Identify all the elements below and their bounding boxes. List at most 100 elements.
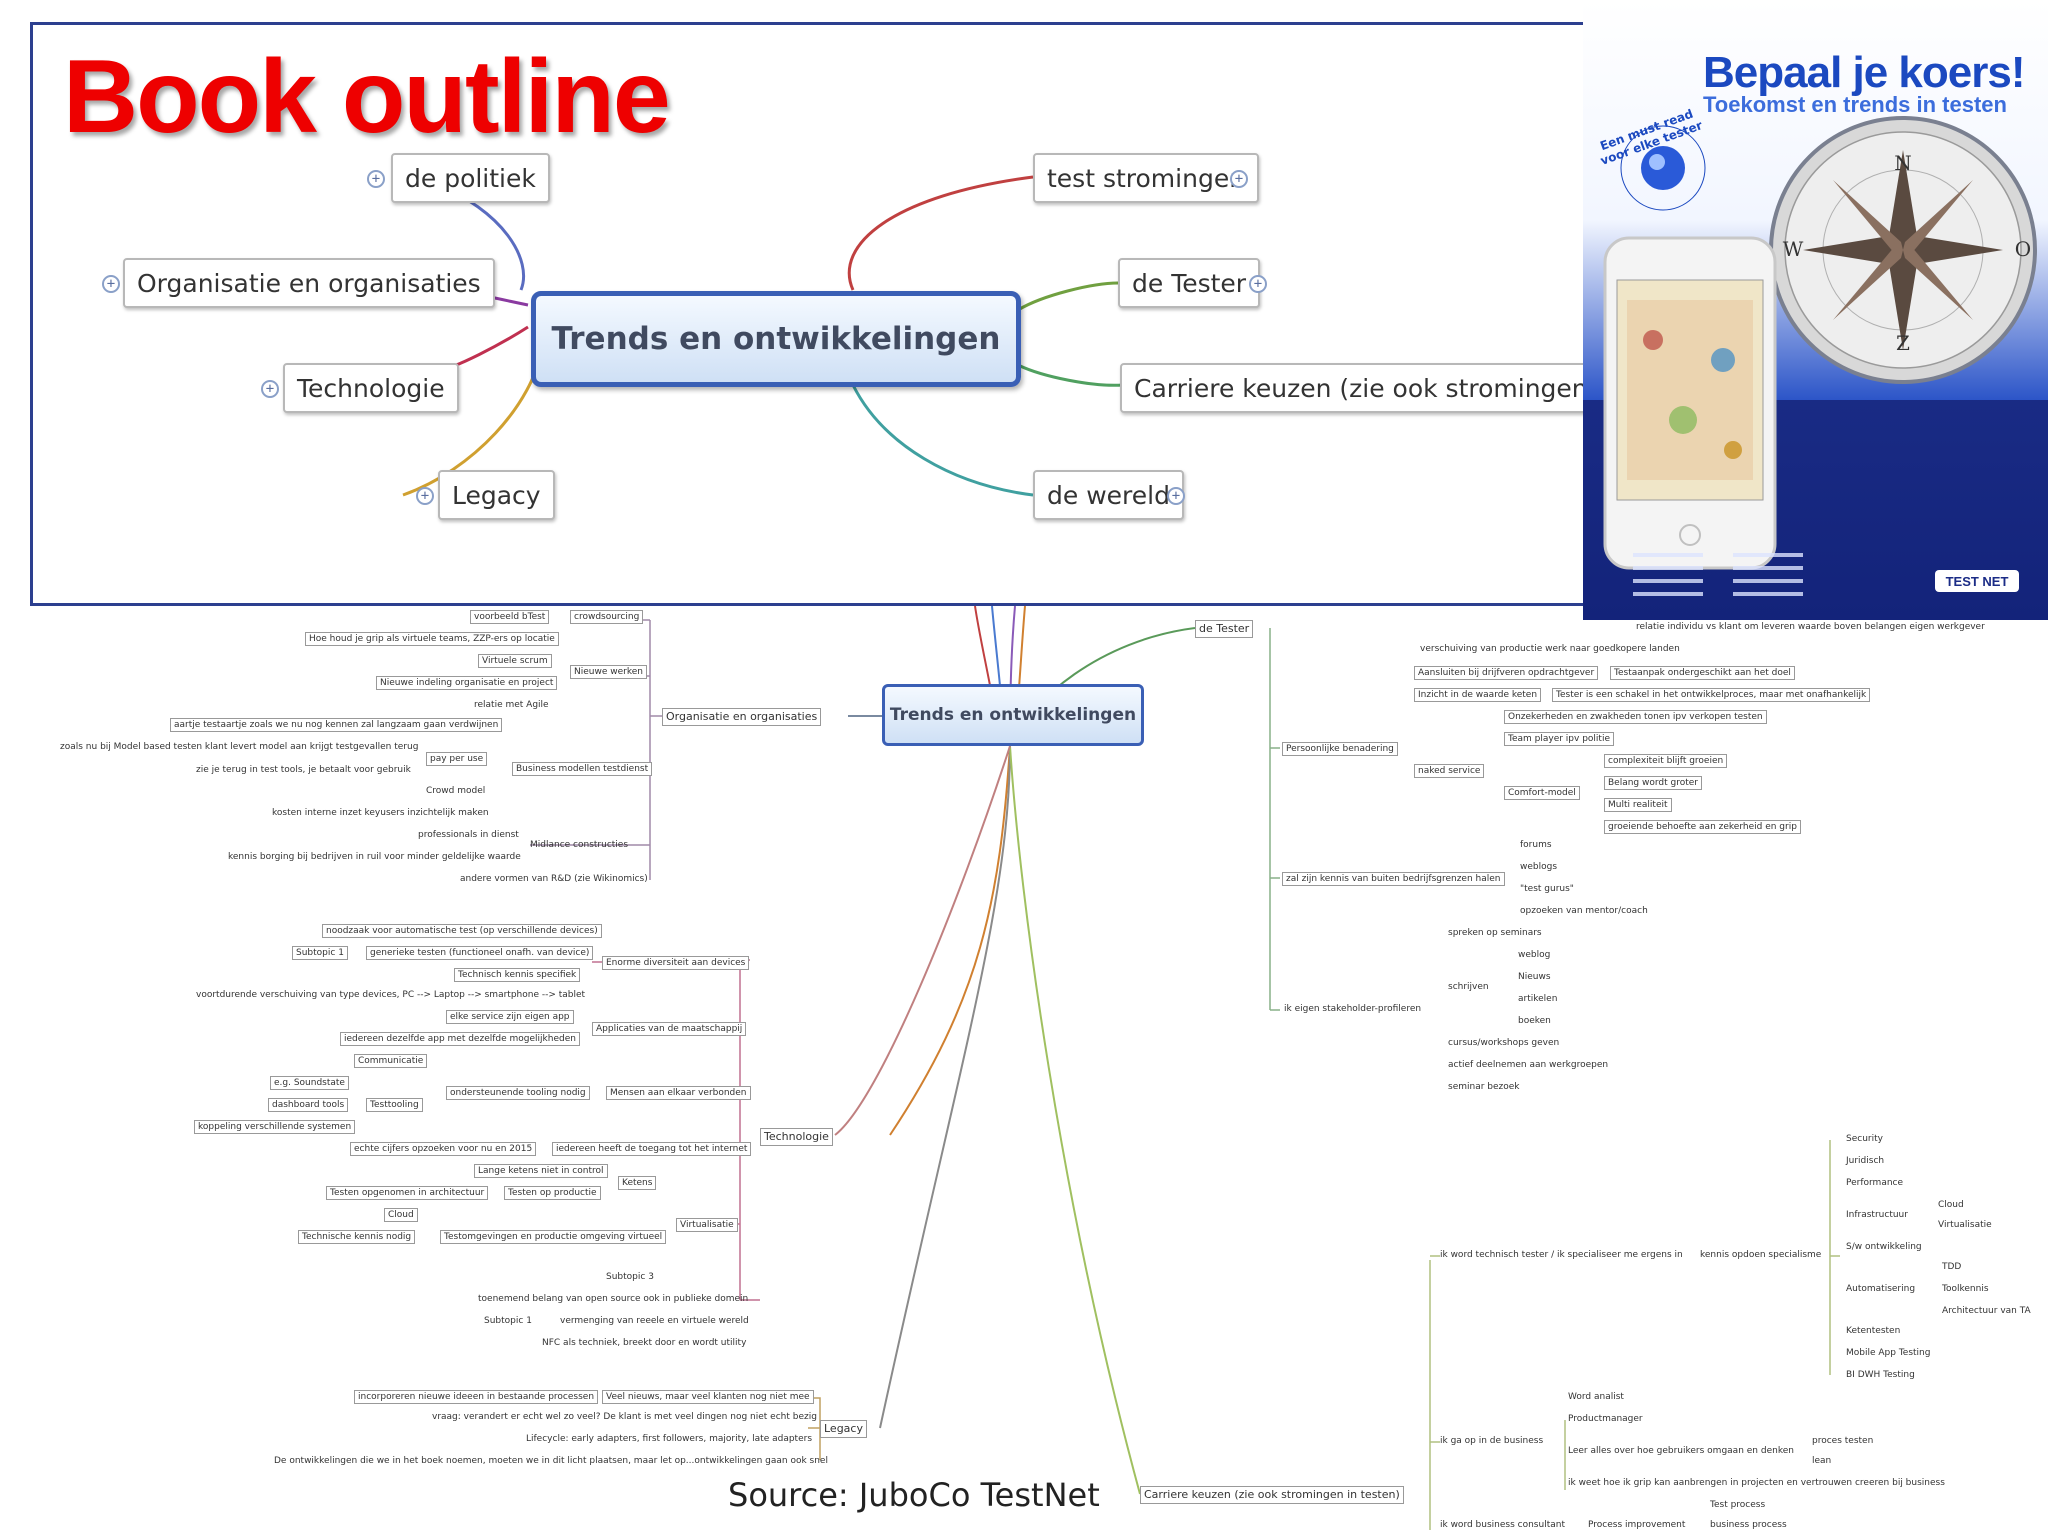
tech-item: Subtopic 3 [606,1272,654,1282]
legacy-item: De ontwikkelingen die we in het boek noe… [274,1456,828,1466]
expand-icon[interactable]: + [416,487,434,505]
svg-text:O: O [2015,237,2031,261]
source-caption: Source: JuboCo TestNet [728,1476,1100,1514]
carriere-item: kennis opdoen specialisme [1700,1250,1822,1260]
org-item: aartje testaartje zoals we nu nog kennen… [170,718,503,732]
tester-item: Persoonlijke benadering [1282,742,1398,756]
carriere-item: Security [1846,1134,1883,1144]
carriere-item: S/w ontwikkeling [1846,1242,1922,1252]
tech-item: e.g. Soundstate [270,1076,349,1090]
carriere-item: lean [1812,1456,1832,1466]
tester-item: boeken [1518,1016,1551,1026]
stamp-ring [1620,125,1706,211]
carriere-item: Architectuur van TA [1942,1306,2031,1316]
tester-item: seminar bezoek [1448,1082,1520,1092]
carriere-item: ik word technisch tester / ik specialise… [1440,1250,1683,1260]
tech-item: iedereen heeft de toegang tot het intern… [552,1142,752,1156]
tester-item: weblogs [1520,862,1558,872]
carriere-item: Toolkennis [1942,1284,1989,1294]
carriere-item: proces testen [1812,1436,1874,1446]
carriere-item: Productmanager [1568,1414,1643,1424]
detail-carriere-node[interactable]: Carriere keuzen (zie ook stromingen in t… [1140,1486,1404,1504]
tech-item: Technische kennis nodig [298,1230,416,1244]
tech-item: Lange ketens niet in control [474,1164,608,1178]
org-item: Business modellen testdienst [512,762,653,776]
org-item: Nieuwe werken [570,665,647,679]
tester-item: relatie individu vs klant om leveren waa… [1636,622,1985,632]
org-item: Midlance constructies [530,840,629,850]
detail-organisatie-node[interactable]: Organisatie en organisaties [662,708,822,726]
tester-item: Belang wordt groter [1604,776,1703,790]
tester-item: Testaanpak ondergeschikt aan het doel [1610,666,1795,680]
org-item: andere vormen van R&D (zie Wikinomics) [460,874,648,884]
carriere-item: ik weet hoe ik grip kan aanbrengen in pr… [1568,1478,1945,1488]
svg-text:W: W [1783,237,1804,261]
org-item: Virtuele scrum [478,654,552,668]
tester-item: Nieuws [1518,972,1551,982]
node-organisatie[interactable]: Organisatie en organisaties [123,258,495,308]
tech-item: generieke testen (functioneel onafh. van… [366,946,594,960]
tech-item: Mensen aan elkaar verbonden [606,1086,751,1100]
tester-item: Onzekerheden en zwakheden tonen ipv verk… [1504,710,1767,724]
legacy-item: incorporeren nieuwe ideeen in bestaande … [354,1390,599,1404]
tester-item: ik eigen stakeholder-profileren [1284,1004,1422,1014]
expand-icon[interactable]: + [1249,275,1267,293]
detail-technologie-node[interactable]: Technologie [760,1128,833,1146]
compass-icon: N O Z W [1769,116,2037,384]
expand-icon[interactable]: + [1167,487,1185,505]
tester-item: schrijven [1448,982,1489,992]
book-cover: Bepaal je koers! Toekomst en trends in t… [1583,0,2048,620]
tech-item: Subtopic 1 [292,946,348,960]
central-topic[interactable]: Trends en ontwikkelingen [531,291,1021,387]
expand-icon[interactable]: + [261,380,279,398]
overview-mindmap-panel: Book outline Trends en ontwikkelingen de… [30,22,1630,606]
tech-item: Subtopic 1 [484,1316,532,1326]
node-test-stromingen[interactable]: test stromingen [1033,153,1260,203]
node-legacy[interactable]: Legacy [438,470,555,520]
org-item: Crowd model [426,786,486,796]
node-carriere-keuzen[interactable]: Carriere keuzen (zie ook stromingen in t… [1120,363,1627,413]
org-item: Hoe houd je grip als virtuele teams, ZZP… [305,632,559,646]
tech-item: Testomgevingen en productie omgeving vir… [440,1230,667,1244]
tech-item: Communicatie [354,1054,428,1068]
smartphone-icon [1603,236,1777,570]
tester-item: weblog [1518,950,1551,960]
detail-tester-node[interactable]: de Tester [1195,620,1254,638]
svg-text:Z: Z [1896,331,1910,355]
cover-title: Bepaal je koers! [1703,48,2025,97]
node-de-wereld[interactable]: de wereld [1033,470,1184,520]
org-item: zie je terug in test tools, je betaalt v… [196,765,411,775]
tester-item: zal zijn kennis van buiten bedrijfsgrenz… [1282,872,1505,886]
tester-item: spreken op seminars [1448,928,1542,938]
carriere-item: ik ga op in de business [1440,1436,1544,1446]
svg-text:N: N [1894,151,1912,175]
tech-item: Technisch kennis specifiek [454,968,581,982]
expand-icon[interactable]: + [1230,170,1248,188]
legacy-item: Lifecycle: early adapters, first followe… [526,1434,813,1444]
tester-item: forums [1520,840,1552,850]
tester-item: artikelen [1518,994,1558,1004]
expand-icon[interactable]: + [102,275,120,293]
tech-item: Enorme diversiteit aan devices [602,956,750,970]
tech-item: iedereen dezelfde app met dezelfde mogel… [340,1032,580,1046]
node-de-tester[interactable]: de Tester [1118,258,1261,308]
tester-item: groeiende behoefte aan zekerheid en grip [1604,820,1801,834]
carriere-item: BI DWH Testing [1846,1370,1915,1380]
detail-legacy-node[interactable]: Legacy [820,1420,867,1438]
svg-text:TEST NET: TEST NET [1946,574,2009,589]
carriere-item: TDD [1942,1262,1962,1272]
carriere-item: Automatisering [1846,1284,1916,1294]
node-de-politiek[interactable]: de politiek [391,153,550,203]
expand-icon[interactable]: + [367,170,385,188]
node-technologie[interactable]: Technologie [283,363,459,413]
detail-central-topic: Trends en ontwikkelingen [882,684,1144,746]
tester-item: opzoeken van mentor/coach [1520,906,1648,916]
org-item: crowdsourcing [570,610,644,624]
tech-item: Testen opgenomen in architectuur [326,1186,489,1200]
tech-item: NFC als techniek, breekt door en wordt u… [542,1338,747,1348]
carriere-item: Infrastructuur [1846,1210,1908,1220]
tester-item: Inzicht in de waarde keten [1414,688,1542,702]
tech-item: ondersteunende tooling nodig [446,1086,590,1100]
carriere-item: Test process [1710,1500,1766,1510]
carriere-item: Virtualisatie [1938,1220,1992,1230]
